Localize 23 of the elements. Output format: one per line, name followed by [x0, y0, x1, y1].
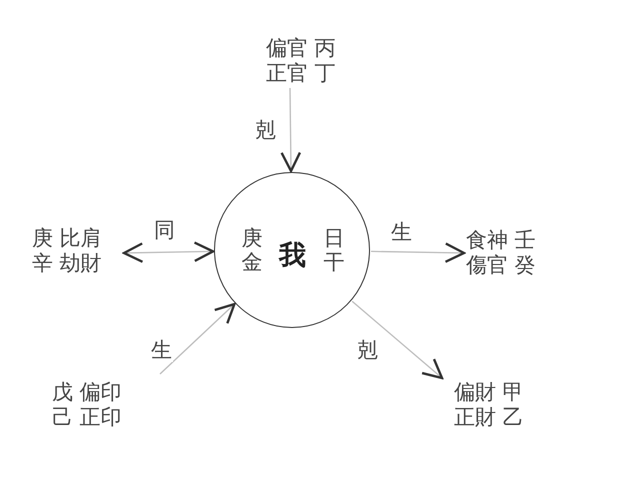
edge-label: 剋 [254, 118, 277, 142]
circle-text: 日干 [323, 226, 345, 274]
center-circle [214, 172, 370, 328]
arrow [160, 302, 236, 374]
term-text: 辛 劫財 [32, 251, 102, 276]
term-text: 戊 偏印 [52, 380, 122, 405]
term-text: 食神 壬 [466, 228, 536, 253]
edge-label: 生 [150, 338, 173, 362]
edge-label: 剋 [356, 338, 379, 362]
circle-text: 庚金 [241, 226, 263, 274]
term-text: 己 正印 [52, 405, 122, 430]
term-text: 偏財 甲 [454, 380, 524, 405]
center-character: 我 [279, 239, 306, 273]
term-text: 傷官 癸 [466, 253, 536, 278]
edge-label: 同 [153, 218, 176, 242]
term-text: 正財 乙 [454, 405, 524, 430]
arrow [280, 88, 302, 172]
term-text: 偏官 丙 [266, 36, 336, 61]
arrow [370, 242, 466, 264]
arrow [122, 241, 214, 264]
arrow [352, 300, 444, 380]
term-text: 庚 比肩 [32, 226, 102, 251]
term-text: 正官 丁 [266, 61, 336, 86]
